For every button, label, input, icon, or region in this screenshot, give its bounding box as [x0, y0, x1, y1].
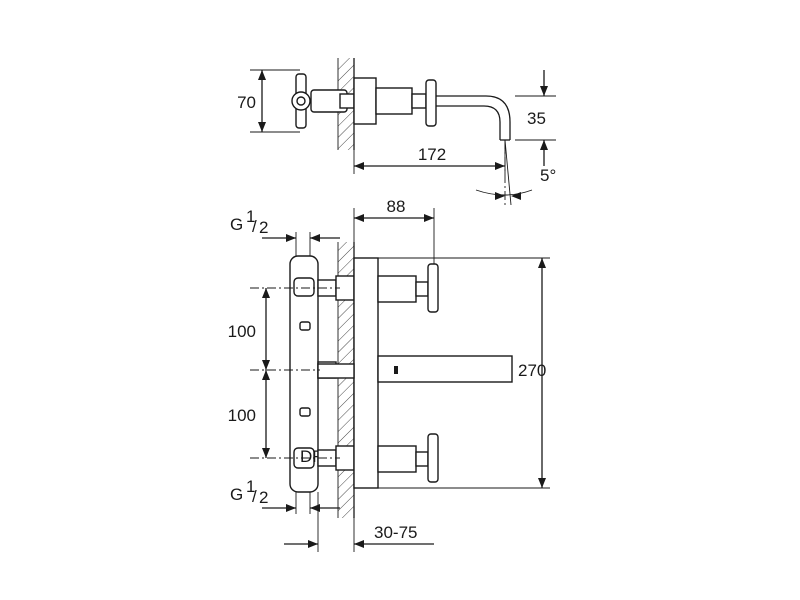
dim-30-75: 30-75 — [284, 492, 434, 552]
front-upper-handle — [377, 263, 439, 313]
dim-270-label: 270 — [518, 361, 546, 380]
top-cross-handle — [291, 73, 311, 129]
dim-70: 70 — [237, 69, 300, 133]
thread-top-den: 2 — [259, 218, 268, 237]
dim-172-label: 172 — [418, 145, 446, 164]
thread-top-num: 1 — [246, 207, 255, 226]
top-spout — [436, 95, 511, 140]
svg-text:/: / — [252, 217, 257, 236]
thread-bottom-den: 2 — [259, 488, 268, 507]
dim-88-label: 88 — [387, 197, 406, 216]
dim-270: 270 — [378, 257, 550, 489]
top-view: 70 35 172 5° — [237, 58, 556, 206]
thread-bottom: G 1 / 2 — [230, 477, 340, 514]
thread-bottom-label: G — [230, 485, 243, 504]
front-wall-plate — [353, 257, 379, 489]
front-view: DR — [228, 197, 550, 552]
dim-angle-label: 5° — [540, 166, 556, 185]
thread-top: G 1 / 2 — [230, 207, 340, 256]
dim-70-label: 70 — [237, 93, 256, 112]
dim-88: 88 — [353, 197, 435, 264]
top-escutcheon — [375, 87, 413, 115]
front-lower-handle — [377, 433, 439, 483]
dim-35: 35 — [515, 70, 556, 166]
dim-100-upper: 100 — [228, 288, 270, 370]
dim-35-label: 35 — [527, 109, 546, 128]
front-valve-body: DR — [289, 255, 355, 493]
front-spout — [317, 355, 513, 383]
dim-100-lower-label: 100 — [228, 406, 256, 425]
dim-30-75-label: 30-75 — [374, 523, 417, 542]
dim-angle: 5° — [475, 139, 556, 206]
dim-172: 172 — [353, 140, 506, 174]
dim-100-upper-label: 100 — [228, 322, 256, 341]
thread-top-label: G — [230, 215, 243, 234]
svg-text:/: / — [252, 487, 257, 506]
thread-bottom-num: 1 — [246, 477, 255, 496]
top-wall-plate — [353, 77, 377, 125]
dim-100-lower: 100 — [228, 370, 270, 458]
top-front-handle — [425, 79, 437, 127]
